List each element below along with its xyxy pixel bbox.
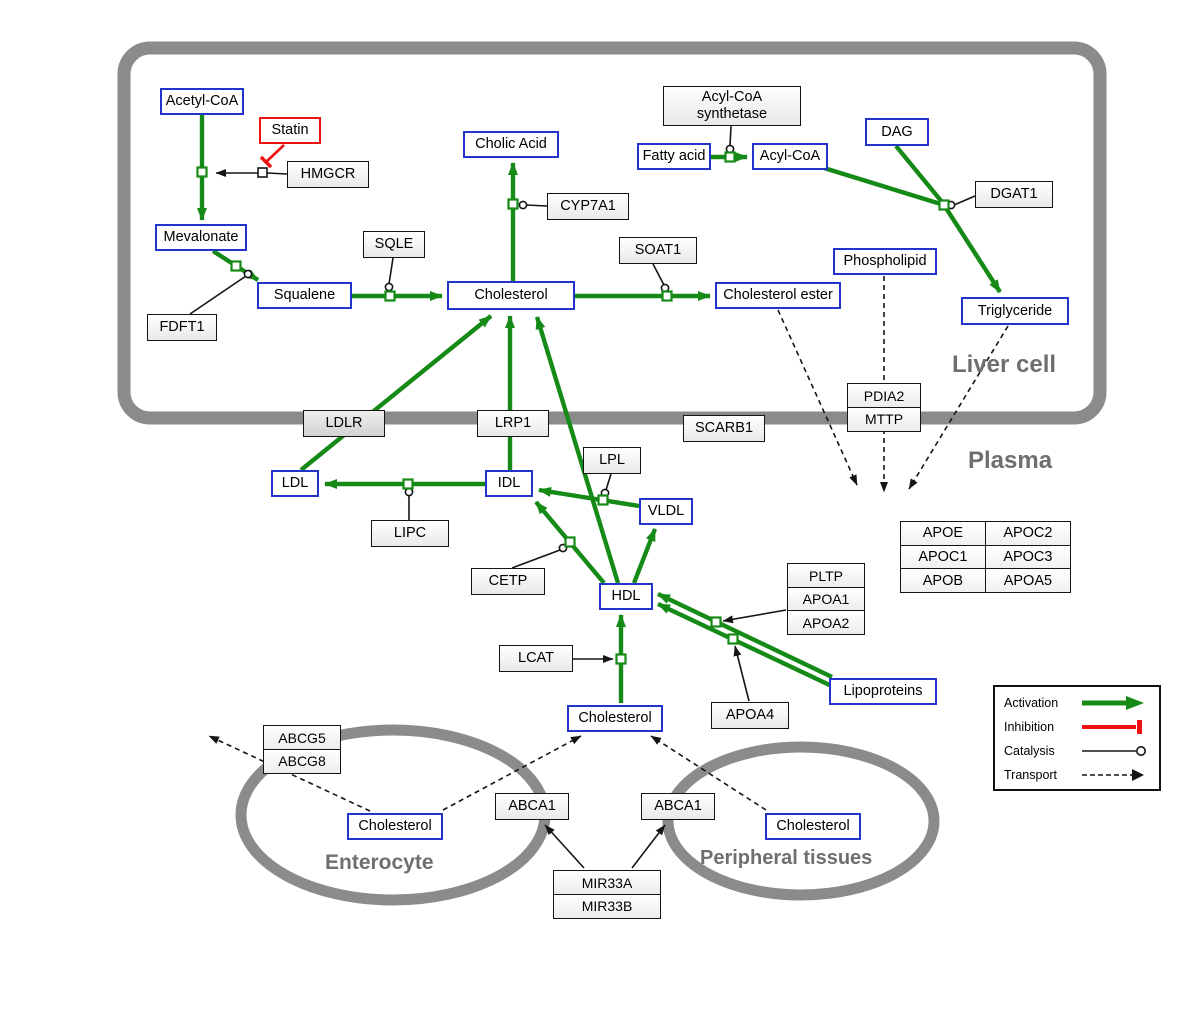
liver-cell-label: Liver cell bbox=[952, 351, 1057, 378]
activation-arrow-icon bbox=[1082, 696, 1144, 710]
node-scarb1[interactable]: SCARB1 bbox=[683, 415, 765, 442]
node-ldl[interactable]: LDL bbox=[271, 470, 319, 497]
node-triglyceride[interactable]: Triglyceride bbox=[961, 297, 1069, 325]
node-phospholipid[interactable]: Phospholipid bbox=[833, 248, 937, 275]
transport-dashed-arrow-icon bbox=[1082, 769, 1144, 781]
node-apoe[interactable]: APOE bbox=[899, 520, 986, 546]
pltp-apoa-group: PLTP APOA1 APOA2 bbox=[787, 563, 865, 636]
plasma-label: Plasma bbox=[968, 447, 1053, 474]
node-statin[interactable]: Statin bbox=[259, 117, 321, 144]
node-apoa2[interactable]: APOA2 bbox=[787, 610, 865, 636]
legend-row-catalysis: Catalysis bbox=[995, 739, 1159, 763]
node-dag[interactable]: DAG bbox=[865, 118, 929, 146]
node-abca1-left[interactable]: ABCA1 bbox=[495, 793, 569, 820]
node-vldl[interactable]: VLDL bbox=[639, 498, 693, 525]
node-lpl[interactable]: LPL bbox=[583, 447, 641, 474]
node-apoc1[interactable]: APOC1 bbox=[899, 544, 986, 570]
catalysis-anchor-square bbox=[257, 167, 268, 178]
abcg-group: ABCG5 ABCG8 bbox=[263, 725, 341, 774]
acyl-coa-synthetase-line1: Acyl-CoA bbox=[701, 89, 763, 106]
node-abcg5[interactable]: ABCG5 bbox=[263, 725, 341, 750]
peripheral-tissues-label: Peripheral tissues bbox=[700, 847, 873, 869]
reaction-nodes bbox=[196, 151, 950, 665]
node-mir33a[interactable]: MIR33A bbox=[553, 870, 661, 895]
apolipoprotein-table: APOE APOC2 APOC1 APOC3 APOB APOA5 bbox=[899, 520, 1071, 594]
node-pdia2[interactable]: PDIA2 bbox=[847, 383, 921, 408]
node-sqle[interactable]: SQLE bbox=[363, 231, 425, 258]
legend-row-activation: Activation bbox=[995, 691, 1159, 715]
node-fatty-acid[interactable]: Fatty acid bbox=[637, 143, 711, 170]
inhibition-tee-icon bbox=[1082, 720, 1142, 734]
node-pltp[interactable]: PLTP bbox=[787, 563, 865, 588]
node-cholesterol-liver[interactable]: Cholesterol bbox=[447, 281, 575, 310]
node-lcat[interactable]: LCAT bbox=[499, 645, 573, 672]
node-mevalonate[interactable]: Mevalonate bbox=[155, 224, 247, 251]
node-lipc[interactable]: LIPC bbox=[371, 520, 449, 547]
node-hmgcr[interactable]: HMGCR bbox=[287, 161, 369, 188]
node-mttp[interactable]: MTTP bbox=[847, 406, 921, 432]
legend: Activation Inhibition Catalysis Transpor… bbox=[993, 685, 1161, 791]
node-abca1-right[interactable]: ABCA1 bbox=[641, 793, 715, 820]
node-abcg8[interactable]: ABCG8 bbox=[263, 748, 341, 774]
mir33-group: MIR33A MIR33B bbox=[553, 870, 661, 919]
node-apoc2[interactable]: APOC2 bbox=[984, 520, 1071, 546]
legend-row-transport: Transport bbox=[995, 763, 1159, 787]
node-cholesterol-plasma[interactable]: Cholesterol bbox=[567, 705, 663, 732]
node-idl[interactable]: IDL bbox=[485, 470, 533, 497]
node-acetyl-coa[interactable]: Acetyl-CoA bbox=[160, 88, 244, 115]
catalysis-circle-icon bbox=[1082, 746, 1146, 756]
node-cyp7a1[interactable]: CYP7A1 bbox=[547, 193, 629, 220]
node-apoa5[interactable]: APOA5 bbox=[984, 568, 1071, 594]
node-acyl-coa[interactable]: Acyl-CoA bbox=[752, 143, 828, 170]
node-cholesterol-ester[interactable]: Cholesterol ester bbox=[715, 282, 841, 309]
node-ldlr[interactable]: LDLR bbox=[303, 410, 385, 437]
node-acyl-coa-synthetase[interactable]: Acyl-CoA synthetase bbox=[663, 86, 801, 126]
node-dgat1[interactable]: DGAT1 bbox=[975, 181, 1053, 208]
legend-row-inhibition: Inhibition bbox=[995, 715, 1159, 739]
legend-inhibition-label: Inhibition bbox=[1004, 720, 1055, 734]
legend-transport-label: Transport bbox=[1004, 768, 1058, 782]
enterocyte-label: Enterocyte bbox=[325, 851, 434, 874]
node-cetp[interactable]: CETP bbox=[471, 568, 545, 595]
node-apoa1[interactable]: APOA1 bbox=[787, 586, 865, 612]
node-cholic-acid[interactable]: Cholic Acid bbox=[463, 131, 559, 158]
node-apob[interactable]: APOB bbox=[899, 568, 986, 594]
node-cholesterol-enterocyte[interactable]: Cholesterol bbox=[347, 813, 443, 840]
catalysis-edges bbox=[189, 125, 976, 869]
node-apoa4[interactable]: APOA4 bbox=[711, 702, 789, 729]
node-fdft1[interactable]: FDFT1 bbox=[147, 314, 217, 341]
node-apoc3[interactable]: APOC3 bbox=[984, 544, 1071, 570]
legend-catalysis-label: Catalysis bbox=[1004, 744, 1055, 758]
acyl-coa-synthetase-line2: synthetase bbox=[696, 106, 768, 122]
node-lrp1[interactable]: LRP1 bbox=[477, 410, 549, 437]
legend-activation-label: Activation bbox=[1004, 696, 1059, 710]
pdia2-mttp-group: PDIA2 MTTP bbox=[847, 383, 921, 432]
node-cholesterol-peripheral[interactable]: Cholesterol bbox=[765, 813, 861, 840]
node-soat1[interactable]: SOAT1 bbox=[619, 237, 697, 264]
inhibition-edge-statin bbox=[259, 144, 285, 169]
node-hdl[interactable]: HDL bbox=[599, 583, 653, 610]
node-mir33b[interactable]: MIR33B bbox=[553, 893, 661, 919]
node-squalene[interactable]: Squalene bbox=[257, 282, 352, 309]
node-lipoproteins[interactable]: Lipoproteins bbox=[829, 678, 937, 705]
